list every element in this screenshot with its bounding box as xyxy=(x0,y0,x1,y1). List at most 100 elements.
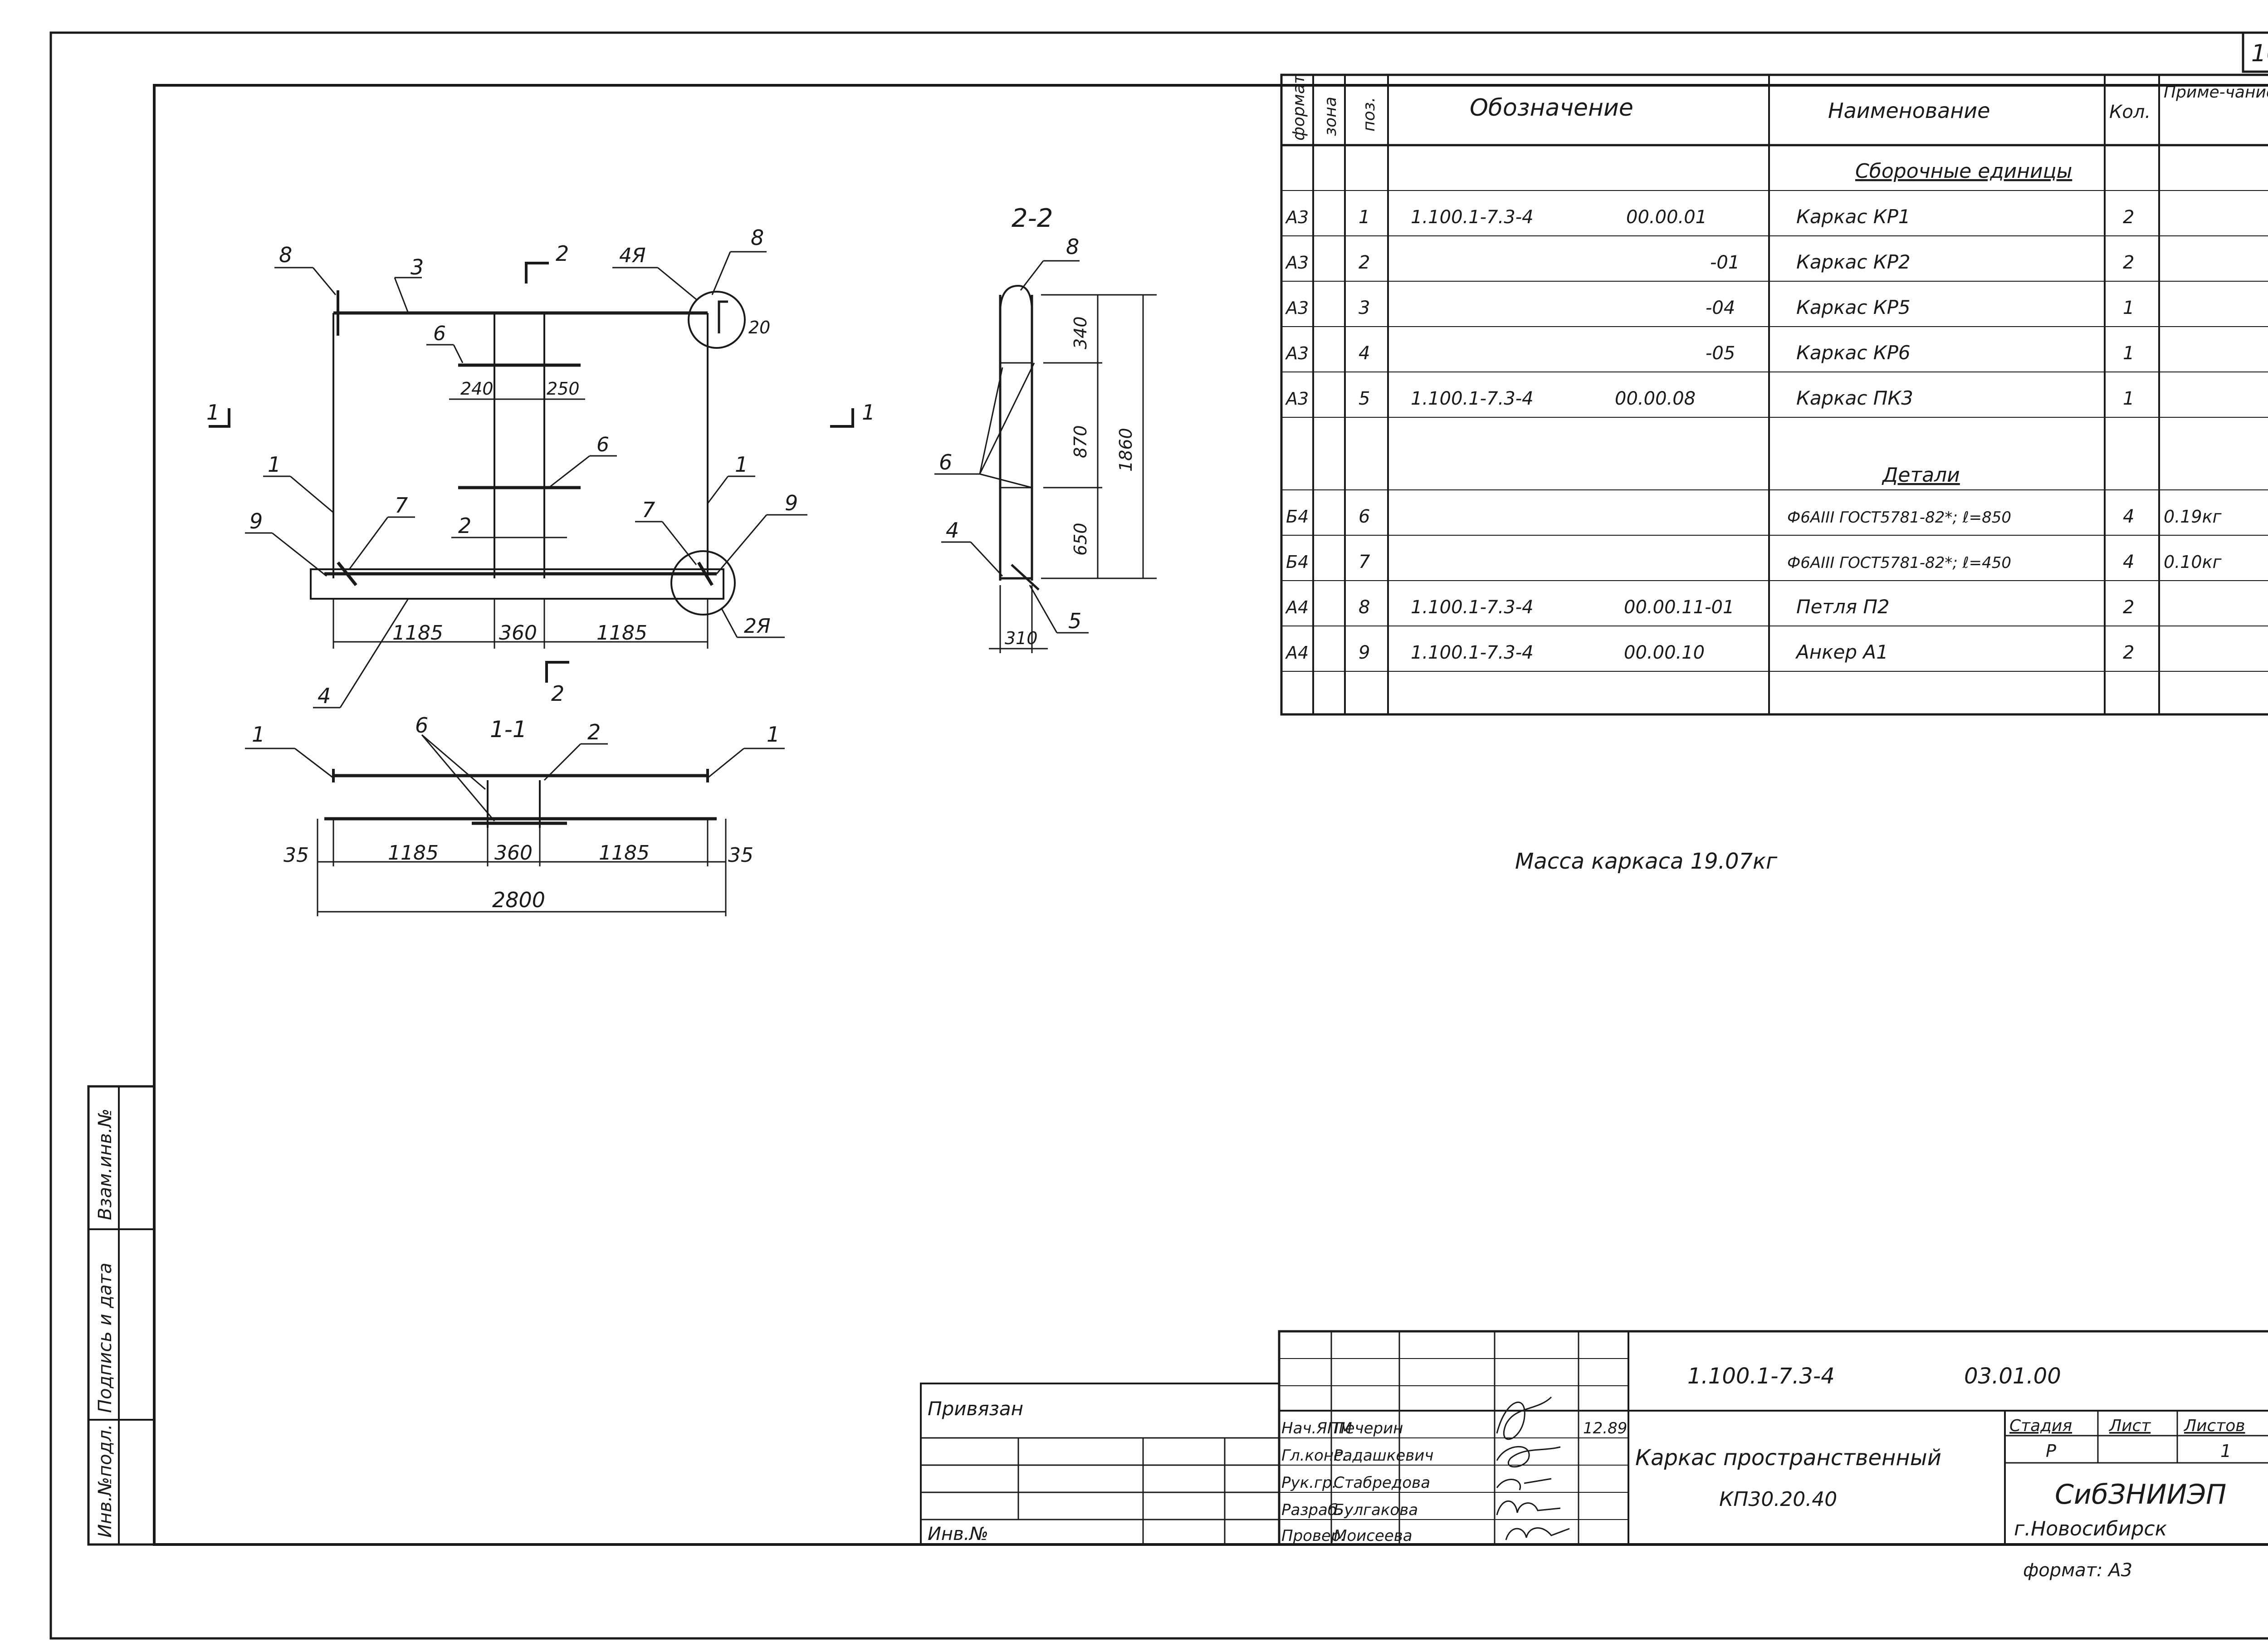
outer-frame xyxy=(49,31,2268,1640)
svg-text:А3: А3 xyxy=(1285,298,1309,318)
svg-text:00.00.08: 00.00.08 xyxy=(1615,388,1696,409)
svg-text:00.00.10: 00.00.10 xyxy=(1624,642,1705,663)
svg-text:1: 1 xyxy=(252,722,265,747)
svg-text:7: 7 xyxy=(1359,552,1370,572)
svg-text:А3: А3 xyxy=(1285,253,1309,273)
side-inv-podl: Инв.№подл. xyxy=(95,1424,116,1538)
svg-text:9: 9 xyxy=(1359,642,1370,663)
svg-text:А4: А4 xyxy=(1285,597,1309,617)
svg-text:0.19кг: 0.19кг xyxy=(2164,507,2222,527)
format-note: формат: А3 xyxy=(2023,1560,2132,1581)
svg-text:240: 240 xyxy=(460,379,494,399)
svg-text:0.10кг: 0.10кг xyxy=(2164,552,2222,572)
svg-text:8: 8 xyxy=(1359,597,1370,618)
svg-text:650: 650 xyxy=(1070,523,1090,556)
table-row: А3 5 1.100.1-7.3-4 00.00.08 Каркас ПК3 1 xyxy=(1285,387,2134,409)
svg-text:1: 1 xyxy=(268,452,281,477)
svg-text:2: 2 xyxy=(587,720,601,744)
org-name: СибЗНИИЭП xyxy=(2055,1479,2226,1510)
svg-text:35: 35 xyxy=(284,844,309,867)
svg-text:1.100.1-7.3-4: 1.100.1-7.3-4 xyxy=(1411,597,1534,618)
svg-text:1.100.1-7.3-4: 1.100.1-7.3-4 xyxy=(1411,642,1534,663)
svg-text:Каркас КР2: Каркас КР2 xyxy=(1796,251,1911,273)
table-row: А4 9 1.100.1-7.3-4 00.00.10 Анкер А1 2 xyxy=(1285,641,2134,663)
section-1-1: 1-1 35 1185 360 1185 35 2800 1 6 2 1 xyxy=(245,713,785,916)
svg-text:А3: А3 xyxy=(1285,207,1309,227)
header-pos: поз. xyxy=(1360,97,1378,132)
svg-text:7: 7 xyxy=(395,493,408,518)
stage-label: Стадия xyxy=(2009,1417,2072,1435)
header-note: Приме-чание xyxy=(2164,83,2268,102)
svg-text:6: 6 xyxy=(939,450,952,474)
svg-text:Б4: Б4 xyxy=(1286,507,1309,527)
svg-text:4: 4 xyxy=(2123,506,2134,527)
header-name: Наименование xyxy=(1828,98,1990,123)
svg-text:Каркас ПК3: Каркас ПК3 xyxy=(1796,387,1913,409)
sign-name: Печерин xyxy=(1334,1419,1403,1437)
svg-text:6: 6 xyxy=(596,433,609,456)
svg-text:4: 4 xyxy=(2123,552,2134,572)
header-format: формат xyxy=(1290,74,1308,141)
svg-text:-01: -01 xyxy=(1710,252,1740,273)
section-2-2: 2-2 340 870 650 1860 310 8 6 4 5 xyxy=(934,204,1157,653)
svg-text:1: 1 xyxy=(2123,343,2134,364)
mass-note: Масса каркаса 19.07кг xyxy=(1515,849,1778,874)
svg-text:00.00.01: 00.00.01 xyxy=(1626,207,1707,228)
svg-text:Б4: Б4 xyxy=(1286,552,1309,572)
svg-text:4Я: 4Я xyxy=(619,244,646,267)
svg-text:00.00.11-01: 00.00.11-01 xyxy=(1624,597,1734,618)
svg-text:1185: 1185 xyxy=(392,621,443,645)
svg-text:2: 2 xyxy=(2123,597,2134,618)
sheets-value: 1 xyxy=(2220,1441,2231,1461)
side-podpis: Подпись и дата xyxy=(95,1263,116,1413)
svg-text:360: 360 xyxy=(499,621,537,645)
section-assembly: Сборочные единицы xyxy=(1855,160,2072,183)
svg-text:Анкер А1: Анкер А1 xyxy=(1795,641,1888,663)
table-row: А3 4 -05 Каркас КР6 1 xyxy=(1285,342,2134,364)
svg-text:870: 870 xyxy=(1070,425,1090,458)
svg-text:8: 8 xyxy=(751,225,764,250)
title-block: Привязан Инв.№ Нач.ЯПМ Печерин Гл.конс. … xyxy=(920,1330,2268,1546)
svg-text:1.100.1-7.3-4: 1.100.1-7.3-4 xyxy=(1411,207,1534,228)
svg-text:-05: -05 xyxy=(1706,343,1735,364)
sign-name: Булгакова xyxy=(1334,1501,1418,1519)
stage-value: Р xyxy=(2046,1441,2056,1461)
drawing-title: Каркас пространственный xyxy=(1635,1445,1941,1471)
svg-text:8: 8 xyxy=(279,243,292,267)
inv-no-label: Инв.№ xyxy=(928,1524,988,1544)
svg-text:А3: А3 xyxy=(1285,389,1309,409)
spec-table: формат зона поз. Обозначение Наименовани… xyxy=(1280,73,2268,716)
svg-text:Ф6АIII ГОСТ5781-82*; ℓ=850: Ф6АIII ГОСТ5781-82*; ℓ=850 xyxy=(1787,508,2011,527)
sign-role: Нач.ЯПМ xyxy=(1281,1419,1352,1437)
header-qty: Кол. xyxy=(2109,102,2151,122)
header-designation: Обозначение xyxy=(1470,94,1633,122)
svg-text:4: 4 xyxy=(318,684,331,708)
section-2-2-title: 2-2 xyxy=(1012,204,1053,233)
svg-text:4: 4 xyxy=(946,518,959,543)
svg-text:3: 3 xyxy=(411,255,424,279)
sign-role: Рук.гр. xyxy=(1281,1474,1337,1492)
svg-text:1185: 1185 xyxy=(599,841,650,865)
svg-text:А4: А4 xyxy=(1285,643,1309,663)
sign-role: Гл.конс. xyxy=(1281,1447,1347,1465)
svg-text:360: 360 xyxy=(494,841,533,865)
sheets-label: Листов xyxy=(2183,1417,2245,1435)
svg-text:1: 1 xyxy=(767,722,780,747)
sign-name: Моисеева xyxy=(1334,1527,1413,1545)
svg-text:310: 310 xyxy=(1005,628,1038,648)
svg-text:6: 6 xyxy=(415,713,428,738)
svg-text:9: 9 xyxy=(785,491,798,515)
sign-name: Радашкевич xyxy=(1334,1447,1433,1465)
sign-date: 12.89 xyxy=(1583,1419,1627,1437)
svg-text:-04: -04 xyxy=(1706,298,1735,318)
privyazan-label: Привязан xyxy=(928,1398,1023,1420)
sheet-label: Лист xyxy=(2108,1417,2151,1435)
table-row: А3 1 1.100.1-7.3-4 00.00.01 Каркас КР1 2 xyxy=(1285,205,2134,228)
signature-marks xyxy=(1496,1396,1570,1540)
svg-text:6: 6 xyxy=(1359,506,1370,527)
svg-text:20: 20 xyxy=(748,318,770,337)
side-stamp: Инв.№подл. Подпись и дата Взам.инв.№ xyxy=(87,1085,156,1546)
table-row: А3 2 -01 Каркас КР2 2 xyxy=(1285,251,2134,273)
section-details: Детали xyxy=(1882,464,1960,487)
